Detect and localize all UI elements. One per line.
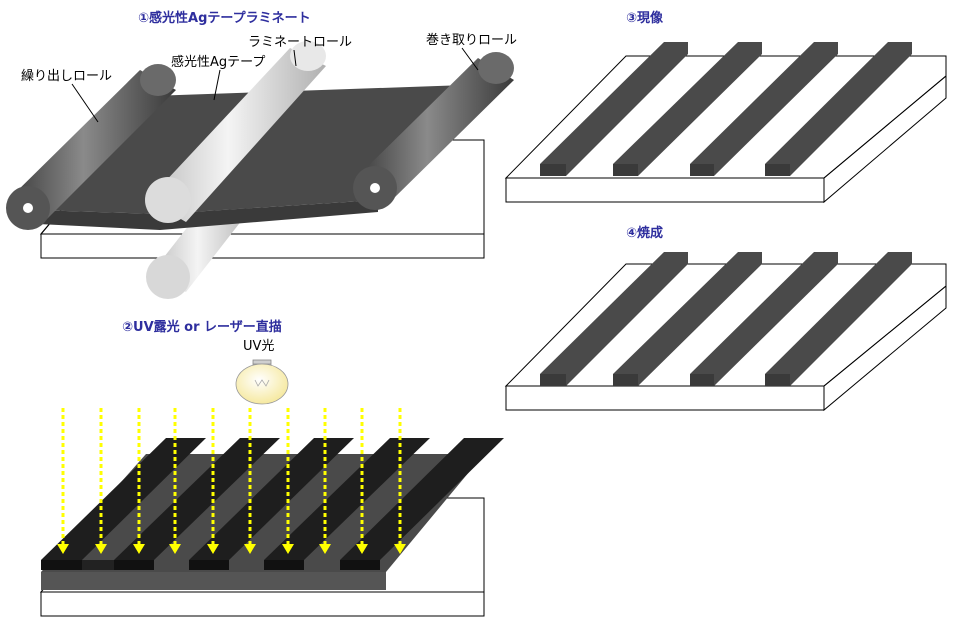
step1-title: ①感光性Agテープラミネート [138, 10, 311, 26]
step3-substrate [504, 55, 947, 204]
step4-title: ④焼成 [626, 225, 663, 241]
step1-lamination: ①感光性Agテープラミネート [6, 10, 517, 299]
step3-electrode-lines [540, 42, 912, 176]
step4-electrode-lines [540, 252, 912, 386]
ag-tape-label: 感光性Agテープ [171, 54, 265, 70]
takeup-roll [353, 52, 514, 210]
uv-arrows [57, 408, 406, 554]
step2-title: ②UV露光 or レーザー直描 [122, 319, 282, 335]
feed-roll [6, 64, 176, 230]
step3-title: ③現像 [626, 10, 664, 26]
uv-light-label: UV光 [243, 339, 274, 354]
step4-firing: ④焼成 [504, 225, 947, 412]
uv-bulb-icon [235, 359, 289, 405]
step2-exposure: ②UV露光 or レーザー直描 [39, 319, 504, 617]
laminate-roll [145, 41, 326, 223]
photomask [41, 438, 504, 570]
takeup-roll-label: 巻き取りロール [426, 33, 517, 48]
feed-roll-label: 繰り出しロール [21, 69, 112, 84]
step3-development: ③現像 [504, 10, 947, 204]
laminate-roll-label: ラミネートロール [248, 35, 352, 50]
